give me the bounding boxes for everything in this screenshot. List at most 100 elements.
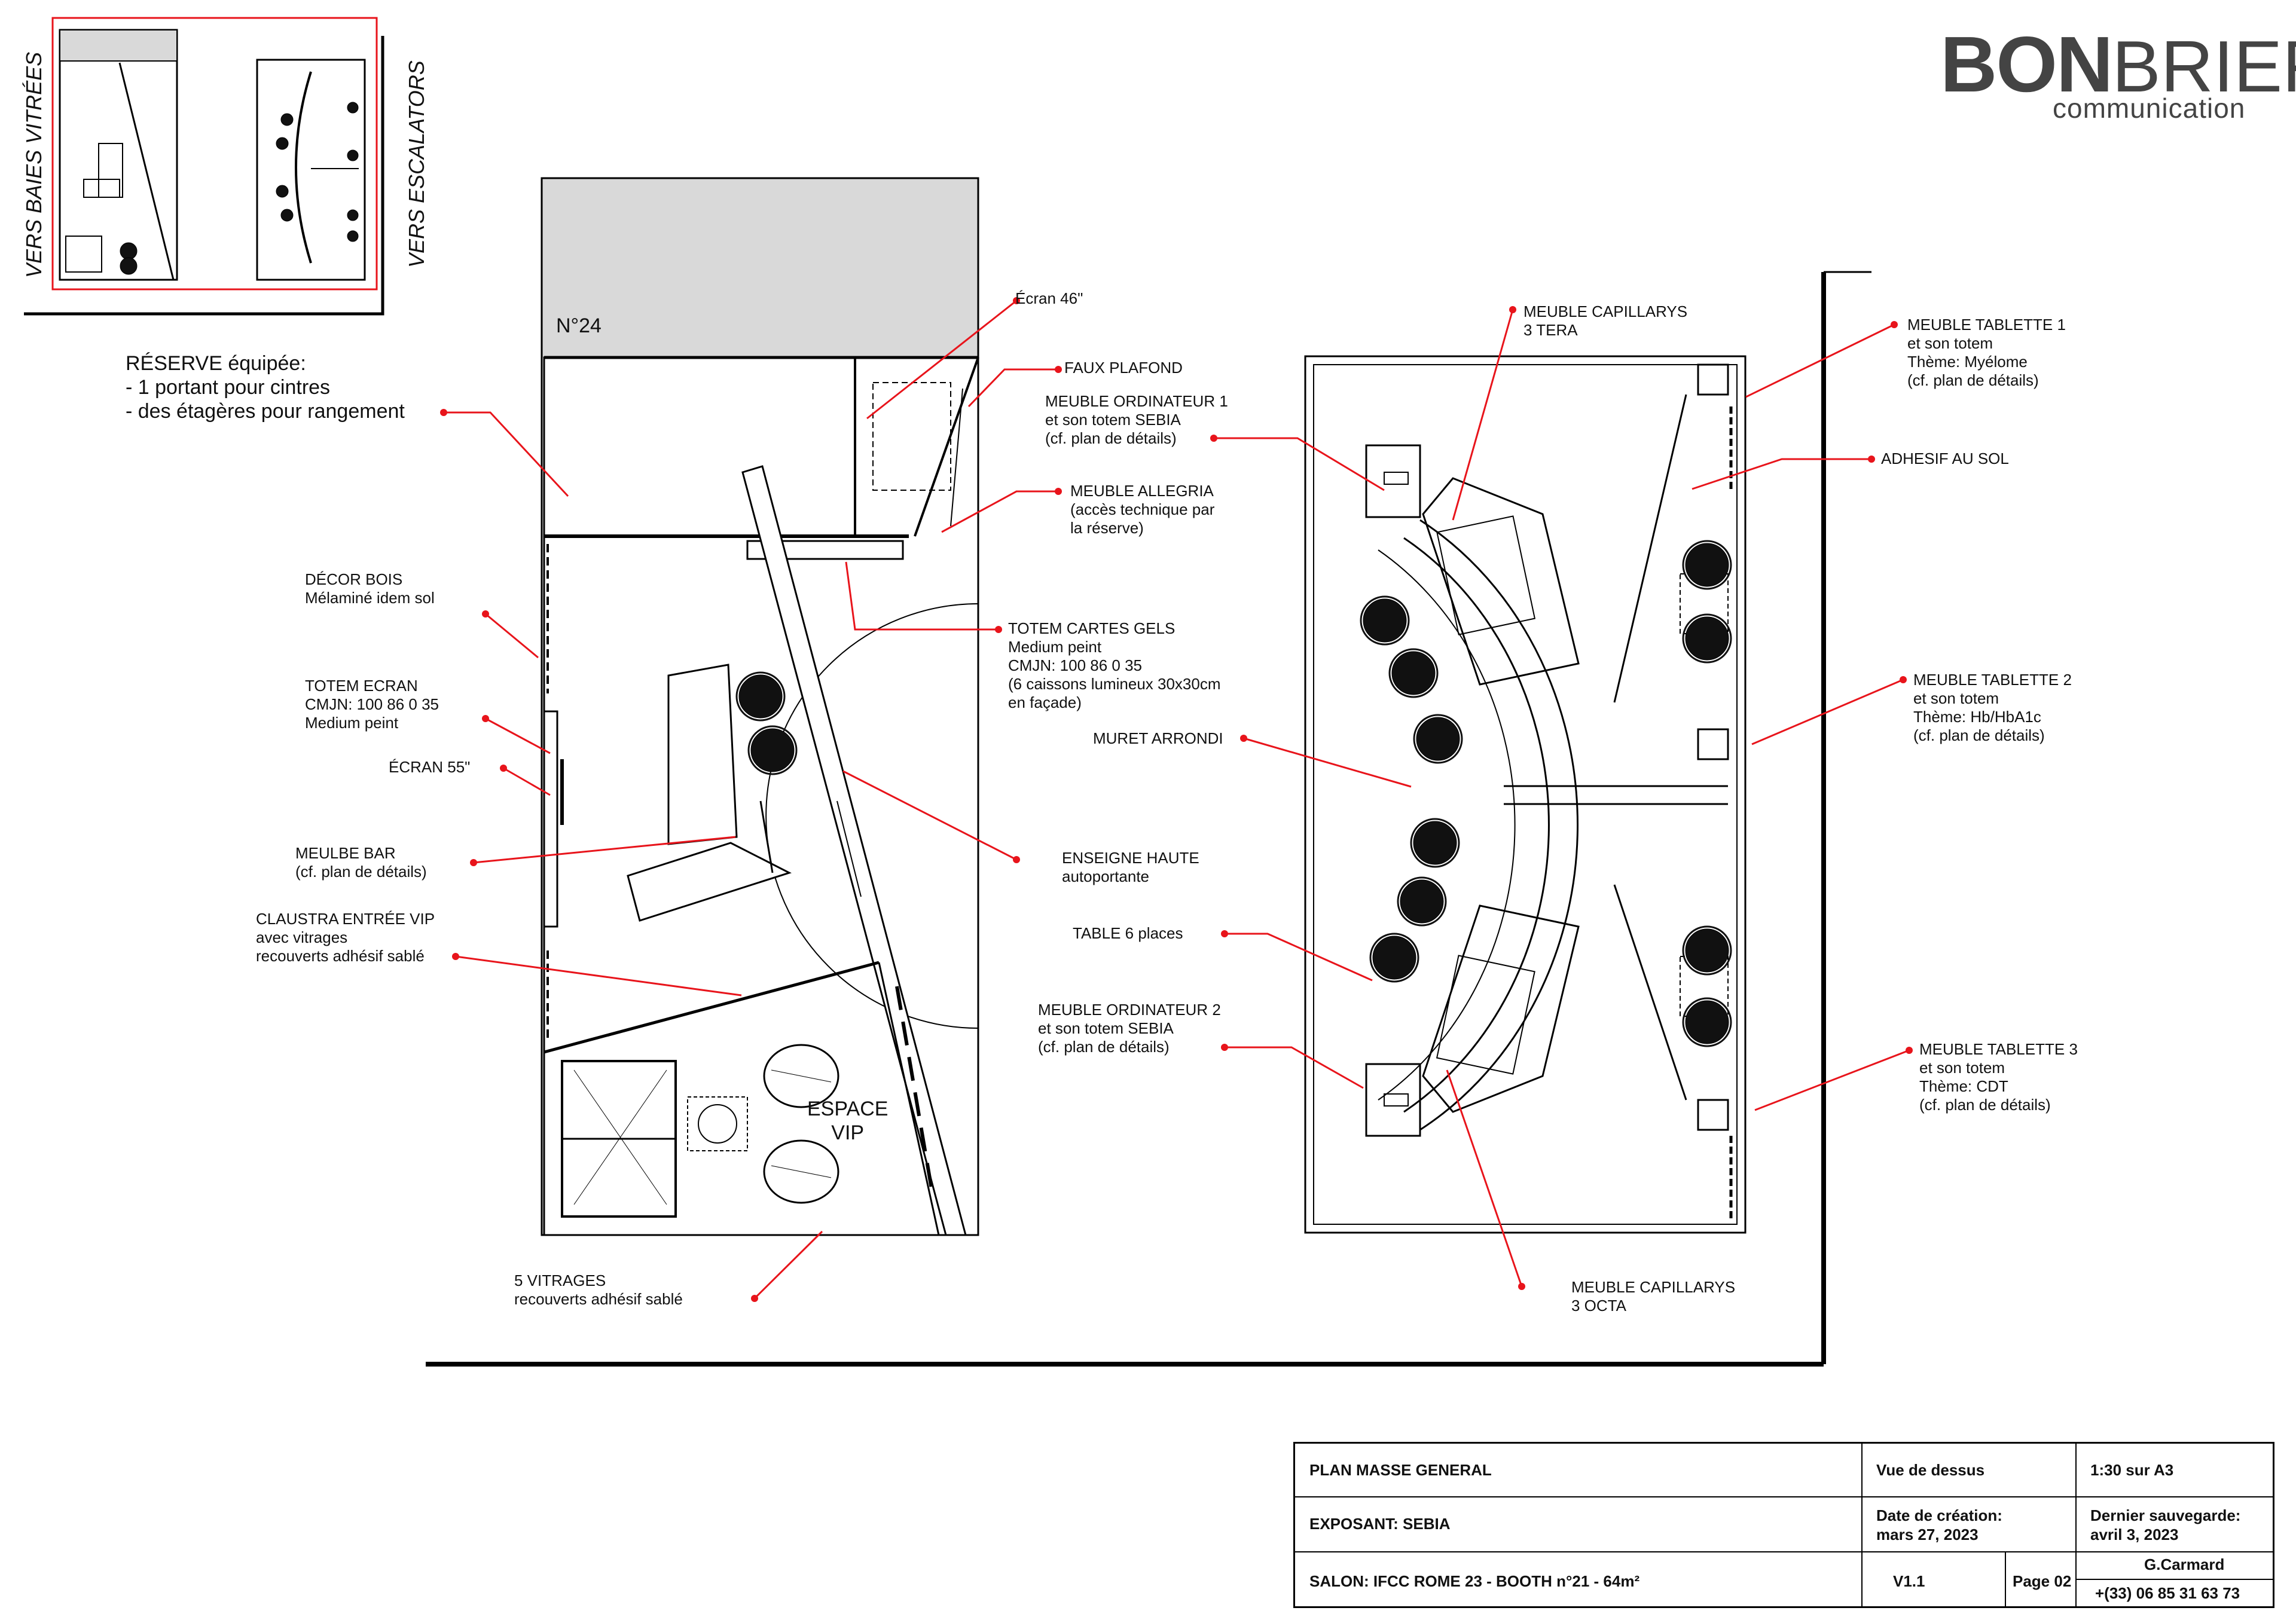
- annotation-line: (cf. plan de détails): [1913, 726, 2045, 744]
- saved-date: avril 3, 2023: [2090, 1526, 2179, 1543]
- annotation-line: (6 caissons lumineux 30x30cm: [1008, 675, 1221, 693]
- annotation-line: Thème: CDT: [1919, 1077, 2008, 1095]
- annotation-line: Écran 46": [1015, 289, 1083, 307]
- vip-area-label: ESPACE VIP: [807, 1097, 888, 1145]
- annotation-line: Medium peint: [1008, 638, 1102, 656]
- title-block: PLAN MASSE GENERAL Vue de dessus 1:30 su…: [1293, 1442, 2274, 1608]
- view-type: Vue de dessus: [1876, 1461, 1985, 1479]
- key-plan: [24, 17, 384, 316]
- annotation-line: MURET ARRONDI: [1093, 729, 1223, 747]
- annotation-line: MEUBLE TABLETTE 3: [1919, 1040, 2078, 1058]
- annotation-line: en façade): [1008, 693, 1082, 711]
- annotation-line: MEULBE BAR: [295, 844, 396, 862]
- annotation-line: CMJN: 100 86 0 35: [305, 695, 439, 713]
- annotation-meuble-allegria: MEUBLE ALLEGRIA (accès technique par la …: [1070, 482, 1214, 537]
- annotation-line: autoportante: [1062, 867, 1150, 885]
- phone: +(33) 06 85 31 63 73: [2095, 1584, 2240, 1602]
- version: V1.1: [1893, 1572, 1925, 1590]
- annotation-tablette1: MEUBLE TABLETTE 1 et son totem Thème: My…: [1907, 316, 2066, 390]
- annotation-line: ENSEIGNE HAUTE: [1062, 849, 1199, 867]
- annotation-line: CLAUSTRA ENTRÉE VIP: [256, 910, 435, 928]
- vip-label-line: VIP: [831, 1121, 865, 1144]
- exhibitor: EXPOSANT: SEBIA: [1309, 1515, 1451, 1533]
- annotation-line: ÉCRAN 55": [389, 758, 471, 776]
- booth-right: [1304, 355, 1747, 1234]
- orientation-right-label: VERS ESCALATORS: [404, 60, 429, 268]
- annotation-line: (accès technique par: [1070, 500, 1215, 518]
- annotation-line: Medium peint: [305, 714, 399, 732]
- annotation-line: 3 TERA: [1523, 321, 1578, 339]
- reserve-line: - 1 portant pour cintres: [126, 376, 331, 399]
- annotation-line: MEUBLE TABLETTE 1: [1907, 316, 2066, 334]
- annotation-line: CMJN: 100 86 0 35: [1008, 656, 1143, 674]
- annotation-muret: MURET ARRONDI: [1093, 729, 1223, 748]
- annotation-line: la réserve): [1070, 519, 1144, 537]
- annotation-capillarys-tera: MEUBLE CAPILLARYS 3 TERA: [1523, 302, 1687, 340]
- annotation-vitrages: 5 VITRAGES recouverts adhésif sablé: [514, 1271, 683, 1309]
- booth-left: [426, 177, 1871, 1367]
- annotation-tablette3: MEUBLE TABLETTE 3 et son totem Thème: CD…: [1919, 1040, 2078, 1114]
- annotation-line: recouverts adhésif sablé: [514, 1290, 683, 1308]
- annotation-line: TABLE 6 places: [1073, 924, 1183, 942]
- annotation-line: et son totem SEBIA: [1038, 1019, 1174, 1037]
- annotation-line: DÉCOR BOIS: [305, 570, 403, 588]
- author: G.Carmard: [2144, 1555, 2225, 1573]
- saved-date-label: Dernier sauvegarde:: [2090, 1506, 2241, 1524]
- annotation-line: et son totem: [1913, 689, 1999, 707]
- annotation-line: recouverts adhésif sablé: [256, 947, 425, 965]
- reserve-line: - des étagères pour rangement: [126, 400, 405, 423]
- page-number: Page 02: [2013, 1572, 2072, 1590]
- annotation-faux-plafond: FAUX PLAFOND: [1064, 359, 1183, 377]
- annotation-line: et son totem SEBIA: [1045, 411, 1181, 429]
- annotation-line: ADHESIF AU SOL: [1881, 450, 2009, 467]
- annotation-totem-ecran: TOTEM ECRAN CMJN: 100 86 0 35 Medium pei…: [305, 677, 439, 732]
- annotation-meuble-ordi1: MEUBLE ORDINATEUR 1 et son totem SEBIA (…: [1045, 392, 1228, 448]
- creation-date-label: Date de création:: [1876, 1506, 2002, 1524]
- annotation-line: MEUBLE ORDINATEUR 2: [1038, 1001, 1221, 1019]
- reserve-line: RÉSERVE équipée:: [126, 352, 306, 375]
- plan-scale: 1:30 sur A3: [2090, 1461, 2174, 1479]
- annotation-line: (cf. plan de détails): [1045, 429, 1177, 447]
- annotation-line: Thème: Myélome: [1907, 353, 2028, 371]
- annotation-claustra: CLAUSTRA ENTRÉE VIP avec vitrages recouv…: [256, 910, 435, 965]
- annotation-line: Mélaminé idem sol: [305, 589, 435, 607]
- logo-bold-text: BON: [1940, 20, 2113, 108]
- annotation-line: (cf. plan de détails): [1919, 1096, 2051, 1114]
- annotation-line: (cf. plan de détails): [295, 863, 427, 881]
- annotation-line: et son totem: [1907, 334, 1993, 352]
- leader-lines: [444, 299, 1910, 1300]
- orientation-left-label: VERS BAIES VITRÉES: [22, 51, 46, 278]
- annotation-ecran46: Écran 46": [1015, 289, 1083, 308]
- annotation-line: avec vitrages: [256, 928, 348, 946]
- annotation-line: (cf. plan de détails): [1038, 1038, 1170, 1056]
- bonbrief-logo: BONBRIEF communication: [1940, 25, 2296, 124]
- annotation-line: et son totem: [1919, 1059, 2005, 1077]
- salon-info: SALON: IFCC ROME 23 - BOOTH n°21 - 64m²: [1309, 1572, 1640, 1590]
- annotation-line: Thème: Hb/HbA1c: [1913, 708, 2041, 726]
- annotation-line: MEUBLE ALLEGRIA: [1070, 482, 1214, 500]
- plan-title: PLAN MASSE GENERAL: [1309, 1461, 1492, 1479]
- creation-date: mars 27, 2023: [1876, 1526, 1979, 1543]
- annotation-line: 5 VITRAGES: [514, 1271, 606, 1289]
- annotation-line: TOTEM CARTES GELS: [1008, 619, 1176, 637]
- logo-subtitle: communication: [2053, 93, 2246, 124]
- room-number: N°24: [556, 314, 602, 337]
- annotation-line: MEUBLE CAPILLARYS: [1523, 302, 1688, 320]
- annotation-capillarys-octa: MEUBLE CAPILLARYS 3 OCTA: [1571, 1278, 1735, 1315]
- annotation-line: MEUBLE CAPILLARYS: [1571, 1278, 1736, 1296]
- annotation-line: TOTEM ECRAN: [305, 677, 418, 695]
- annotation-enseigne: ENSEIGNE HAUTE autoportante: [1062, 849, 1199, 886]
- reserve-note: RÉSERVE équipée: - 1 portant pour cintre…: [126, 352, 405, 423]
- annotation-line: MEUBLE TABLETTE 2: [1913, 671, 2072, 689]
- annotation-table6: TABLE 6 places: [1073, 924, 1183, 943]
- logo-thin-text: BRIEF: [2112, 26, 2296, 107]
- vip-label-line: ESPACE: [807, 1098, 889, 1120]
- annotation-line: 3 OCTA: [1571, 1297, 1626, 1315]
- leader-dots: [440, 297, 1913, 1302]
- annotation-meuble-ordi2: MEUBLE ORDINATEUR 2 et son totem SEBIA (…: [1038, 1001, 1221, 1056]
- annotation-decor-bois: DÉCOR BOIS Mélaminé idem sol: [305, 570, 435, 607]
- annotation-line: MEUBLE ORDINATEUR 1: [1045, 392, 1228, 410]
- annotation-meuble-bar: MEULBE BAR (cf. plan de détails): [295, 844, 427, 881]
- annotation-adhesif: ADHESIF AU SOL: [1881, 450, 2009, 468]
